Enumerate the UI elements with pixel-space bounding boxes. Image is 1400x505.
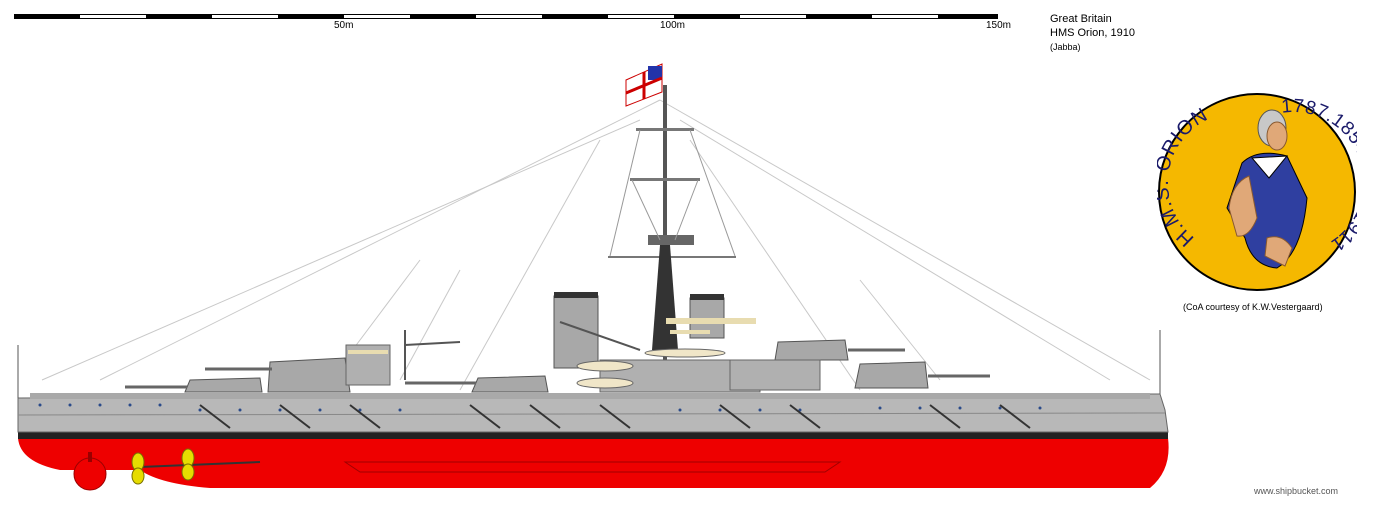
coat-of-arms: H.M.S. ORION 1787.1854.1879.1911 [1157, 93, 1357, 291]
propellers [131, 448, 261, 485]
hull-underwater [18, 438, 1169, 488]
scale-label-100m: 100m [660, 20, 686, 31]
scale-label-50m: 50m [334, 20, 354, 31]
author-label: (Jabba) [1050, 42, 1081, 52]
cranes [404, 321, 641, 380]
scale-label-150m: 150m [986, 20, 1012, 31]
scale-bar [14, 14, 998, 19]
rigging [41, 99, 1151, 391]
boats [576, 348, 726, 389]
boot-topping [18, 432, 1168, 439]
figurehead-icon [1226, 109, 1308, 269]
country-label: Great Britain [1050, 13, 1112, 25]
ensign-flag [625, 63, 663, 107]
rudder [73, 452, 107, 491]
ship-info: Great Britain HMS Orion, 1910 (Jabba) [1050, 12, 1135, 54]
portholes [38, 403, 1042, 412]
coa-credit: (CoA courtesy of K.W.Vestergaard) [1183, 302, 1323, 312]
guns [125, 348, 990, 389]
bilge-keel [343, 461, 842, 473]
ship-name-label: HMS Orion, 1910 [1050, 27, 1135, 39]
turrets [184, 339, 929, 393]
ship-drawing [17, 63, 1169, 491]
watermark: www.shipbucket.com [1254, 486, 1339, 496]
net-booms [199, 404, 1031, 429]
